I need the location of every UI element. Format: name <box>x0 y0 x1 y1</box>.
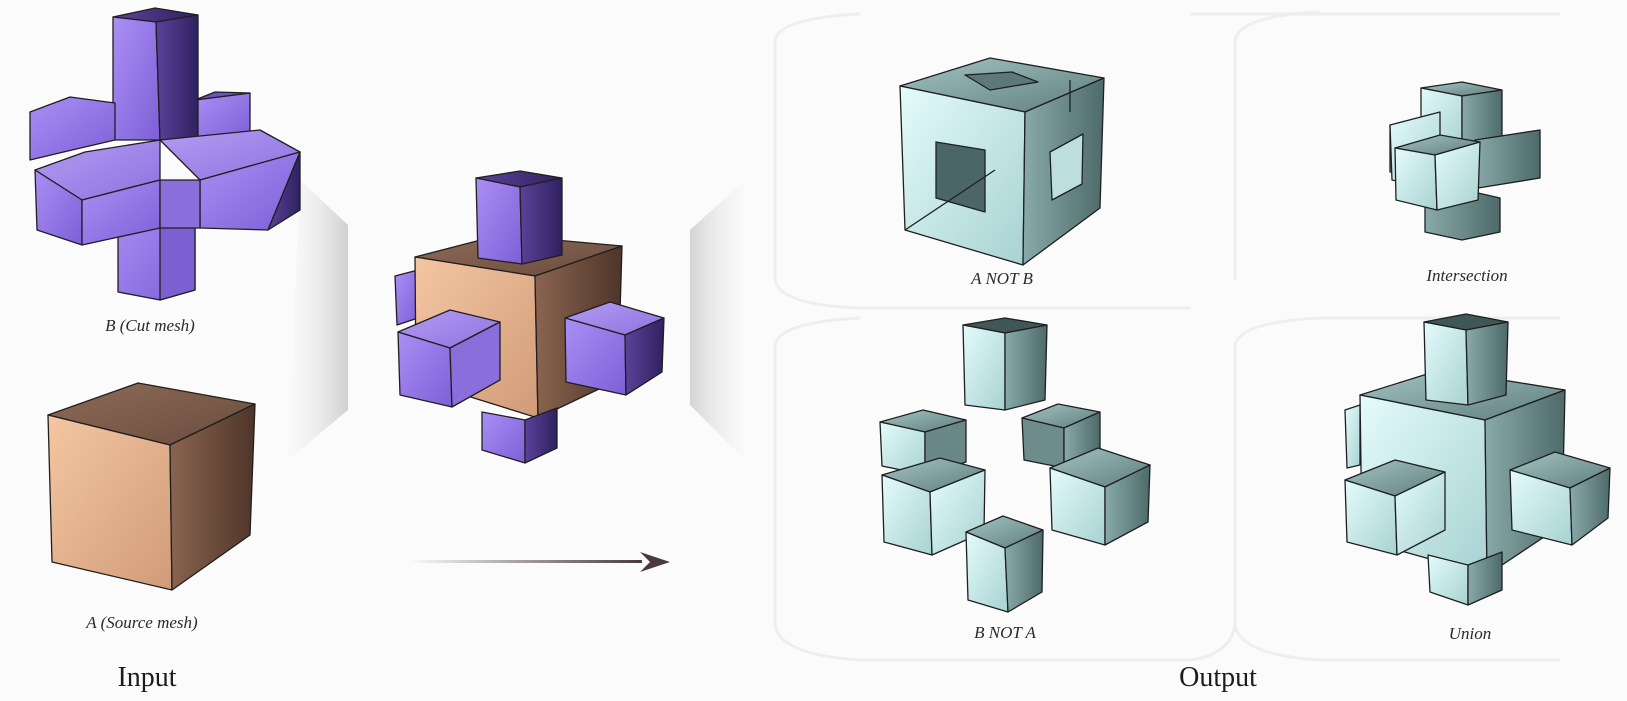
label-a-source-mesh: A (Source mesh) <box>86 613 198 632</box>
process-arrow <box>410 552 670 572</box>
label-union: Union <box>1448 624 1492 643</box>
output-panels <box>773 10 1560 662</box>
label-b-not-a: B NOT A <box>974 623 1036 642</box>
section-title-output: Output <box>1179 662 1257 693</box>
result-a-not-b <box>899 57 1105 266</box>
label-a-not-b: A NOT B <box>971 269 1033 288</box>
result-intersection <box>1389 81 1541 241</box>
label-b-cut-mesh: B (Cut mesh) <box>105 316 195 335</box>
section-title-input: Input <box>117 662 177 693</box>
result-b-not-a <box>879 317 1151 613</box>
funnel-right <box>690 180 745 460</box>
source-mesh-a <box>47 382 256 591</box>
result-union <box>1344 313 1611 606</box>
funnel-left <box>288 180 348 460</box>
label-intersection: Intersection <box>1426 266 1508 285</box>
cut-mesh-b <box>29 7 301 301</box>
combined-meshes <box>394 170 665 464</box>
